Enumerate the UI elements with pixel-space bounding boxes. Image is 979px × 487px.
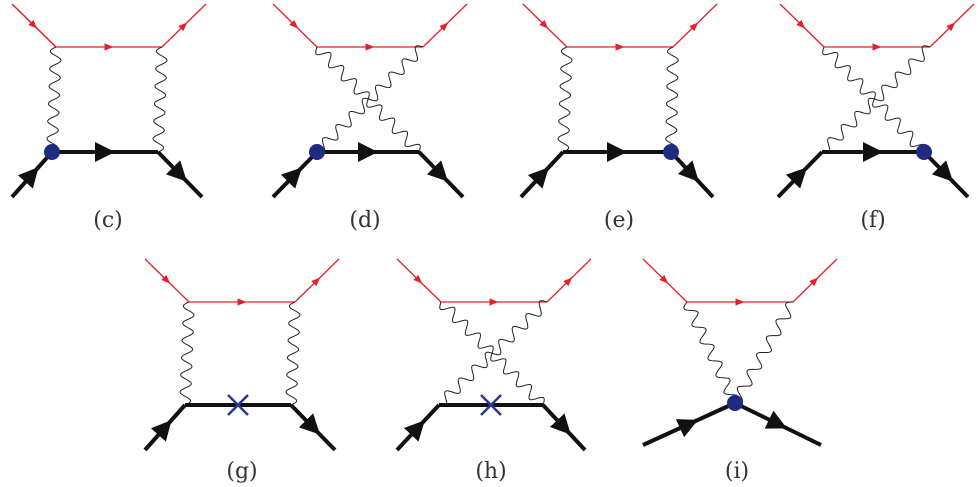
diagram-c: (c) [10, 3, 207, 233]
diagram-g: (g) [143, 258, 340, 484]
photon-lines [438, 300, 548, 407]
photon-lines [46, 46, 168, 153]
photon-lines [683, 301, 794, 404]
light-fermion-line [272, 3, 468, 51]
vertex-dot [916, 144, 932, 160]
diagram-label: (f) [860, 208, 885, 233]
diagram-label: (h) [475, 459, 506, 484]
diagram-label: (i) [725, 459, 749, 484]
diagram-label: (d) [349, 208, 380, 233]
vertex-dot [309, 144, 325, 160]
heavy-fermion-line [395, 403, 587, 452]
mass-insertion-cross [480, 394, 502, 416]
vertex-dot [727, 395, 743, 411]
vertex-dot [44, 144, 60, 160]
heavy-fermion-line [271, 142, 465, 199]
mass-insertion-cross [227, 394, 249, 416]
diagram-label: (c) [93, 208, 123, 233]
light-fermion-line [779, 3, 975, 51]
photon-lines [315, 45, 424, 154]
diagram-d: (d) [271, 3, 468, 233]
diagram-i: (i) [642, 258, 838, 484]
light-fermion-line [522, 3, 718, 51]
light-fermion-line [642, 258, 838, 306]
heavy-fermion-line [143, 403, 337, 452]
diagram-f: (f) [776, 3, 975, 233]
heavy-fermion-line [519, 142, 715, 199]
photon-lines [821, 45, 931, 154]
light-fermion-line [11, 3, 207, 51]
heavy-fermion-line [642, 401, 822, 447]
heavy-fermion-line [776, 142, 970, 199]
light-fermion-line [144, 258, 340, 306]
diagram-e: (e) [519, 3, 718, 233]
photon-lines [179, 301, 301, 406]
light-fermion-line [396, 258, 592, 306]
photon-lines [557, 46, 679, 153]
vertex-dot [663, 144, 679, 160]
diagram-h: (h) [395, 258, 592, 484]
diagram-label: (g) [226, 459, 257, 484]
heavy-fermion-line [10, 142, 204, 199]
diagram-label: (e) [604, 208, 634, 233]
